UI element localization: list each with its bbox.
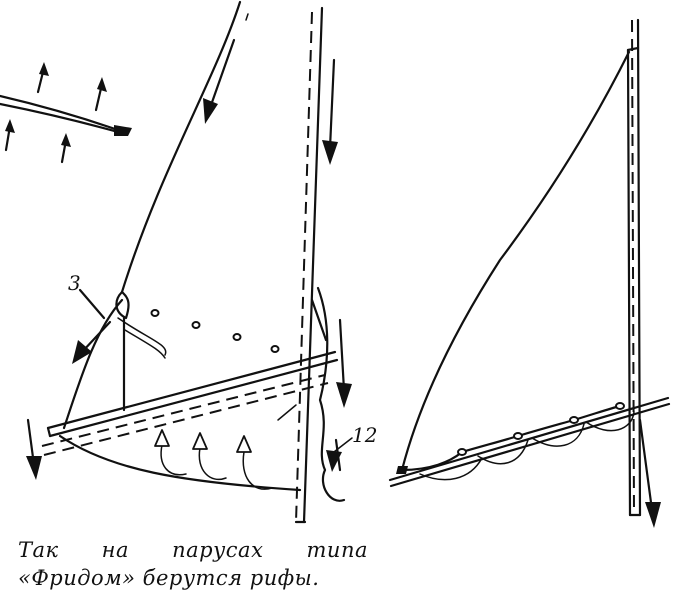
reef-cringle: [62, 290, 167, 430]
reef-line-arrow: [72, 288, 112, 364]
right-mast: [626, 18, 642, 517]
figure-caption: Так на парусах типа «Фридом» берутся риф…: [18, 536, 368, 592]
wind-arrows: [4, 62, 107, 164]
right-boom: [388, 396, 671, 488]
right-sail: [388, 18, 671, 528]
downhaul: [310, 286, 353, 502]
reefing-diagram: 3: [0, 0, 671, 528]
left-sail: 3: [0, 0, 377, 524]
caption-line-1: Так на парусах типа: [18, 538, 368, 562]
left-boom: [46, 350, 339, 438]
left-boom-lowered: [41, 374, 329, 456]
bunt-crease: [277, 404, 297, 421]
wind-streamer: [0, 94, 132, 136]
reef-points: [150, 309, 280, 353]
mast-down-arrow: [322, 58, 338, 165]
left-mast: [294, 6, 324, 524]
sail-leech: [120, 0, 242, 294]
leech-down-arrow: [203, 38, 236, 124]
right-sail-leech: [400, 50, 631, 472]
label-downhaul: 12: [352, 423, 377, 447]
right-down-arrow: [638, 418, 661, 528]
reefed-bunt: [58, 434, 302, 492]
sail-mark: [245, 13, 249, 21]
bunt-up-arrows: [154, 429, 273, 490]
boom-down-arrow: [26, 418, 42, 480]
right-reef-loops: [396, 402, 635, 481]
caption-line-2: «Фридом» берутся рифы.: [18, 566, 320, 590]
label-reef-line: 3: [68, 271, 81, 295]
